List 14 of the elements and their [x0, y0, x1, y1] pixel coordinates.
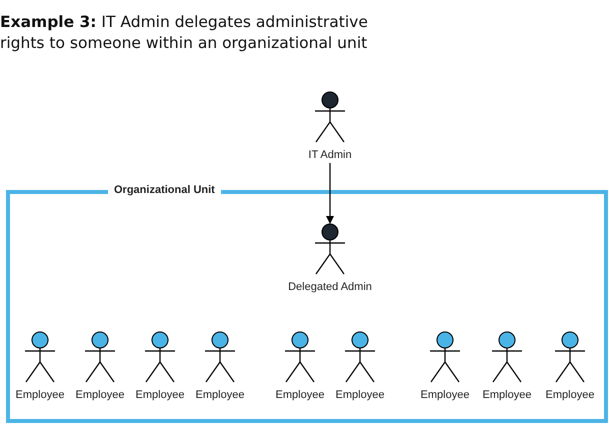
group-label: Organizational Unit: [108, 183, 221, 197]
actor-label: Employee: [336, 388, 384, 402]
actor-label: Employee: [136, 388, 184, 402]
actor-label: Employee: [276, 388, 324, 402]
title: Example 3: IT Admin delegates administrative rights to someone within an organizational unit: [0, 12, 369, 54]
actor-label: IT Admin: [308, 148, 352, 162]
actor-label: Employee: [482, 388, 532, 402]
actor-label: Employee: [420, 388, 470, 402]
actor-label: Employee: [76, 388, 124, 402]
actor-label: Delegated Admin: [288, 280, 372, 294]
actor-label: Employee: [16, 388, 64, 402]
actor-label: Employee: [546, 388, 594, 402]
arrow: [326, 163, 334, 224]
actor-label: Employee: [196, 388, 244, 402]
